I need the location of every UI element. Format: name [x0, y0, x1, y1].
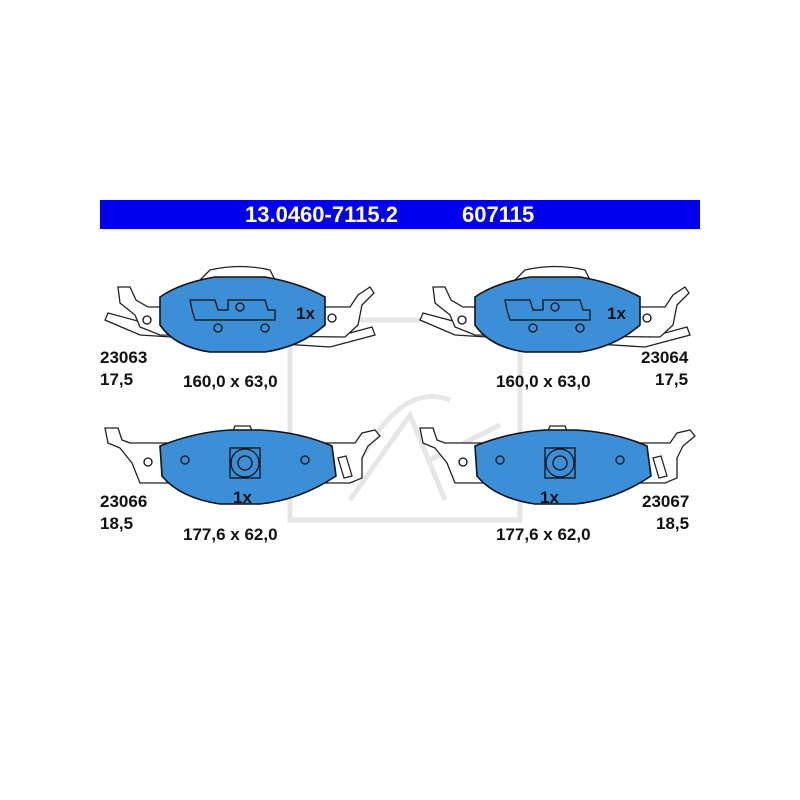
part-number: 13.0460-7115.2 [245, 202, 398, 227]
pad-code: 23064 [641, 348, 689, 367]
pad-quantity: 1x [296, 304, 315, 323]
pad-dimensions: 177,6 x 62,0 [183, 525, 278, 544]
pad-friction-surface [159, 429, 337, 505]
pad-quantity: 1x [233, 488, 252, 507]
pad-thickness: 18,5 [100, 514, 134, 533]
brake-pad-23067 [419, 425, 696, 505]
pad-friction-surface [474, 429, 652, 505]
header-bar: 13.0460-7115.2 607115 [100, 200, 700, 229]
brake-pad-23063 [104, 265, 376, 353]
pad-code: 23063 [100, 348, 148, 367]
ate-watermark-logo [287, 317, 523, 523]
pad-friction-surface [474, 276, 641, 353]
pad-thickness: 17,5 [655, 370, 689, 389]
pad-code: 23066 [100, 492, 148, 511]
brake-pad-23064 [419, 265, 691, 353]
pad-thickness: 17,5 [100, 370, 134, 389]
pad-dimensions: 177,6 x 62,0 [496, 525, 591, 544]
pad-friction-surface [159, 276, 326, 353]
pad-quantity: 1x [540, 488, 559, 507]
pad-code: 23067 [642, 492, 690, 511]
pad-quantity: 1x [607, 304, 626, 323]
pad-dimensions: 160,0 x 63,0 [496, 372, 591, 391]
brake-pad-drawing: 13.0460-7115.2 607115 1x 23063 17,5 160,… [100, 200, 700, 600]
pad-dimensions: 160,0 x 63,0 [183, 372, 278, 391]
brake-pad-23066 [104, 425, 381, 505]
reference-number: 607115 [462, 202, 535, 227]
pad-thickness: 18,5 [656, 514, 690, 533]
